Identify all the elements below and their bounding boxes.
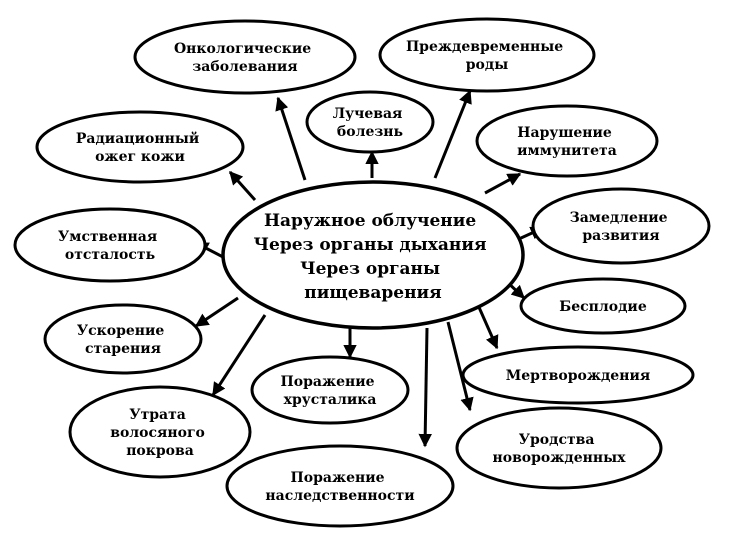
node-infertility: Бесплодие (519, 277, 687, 335)
node-oncology: Онкологические заболевания (133, 19, 357, 95)
node-radiation-sickness-line-2: болезнь (337, 124, 403, 140)
node-premature-line-2: роды (466, 57, 509, 73)
svg-text:Бесплодие: Бесплодие (559, 299, 647, 315)
node-stillbirth-line-1: Мертворождения (506, 368, 650, 384)
node-mental-line-1: Умственная (58, 229, 157, 245)
node-development-line-1: Замедление (570, 210, 668, 226)
svg-text:Замедление развития: Замедление развития (570, 210, 673, 244)
arrow-to-hair-loss (211, 314, 267, 397)
svg-text:Радиационный ожег кожи: Радиационный ожег кожи (76, 130, 204, 165)
node-infertility-line-1: Бесплодие (559, 299, 647, 315)
node-stillbirth: Мертворождения (461, 345, 695, 405)
node-development: Замедление развития (531, 187, 711, 265)
node-development-line-2: развития (582, 228, 659, 244)
svg-text:Уродства новорожденных: Уродства новорожденных (492, 432, 626, 466)
node-mental: Умственная отсталость (13, 207, 207, 283)
svg-text:Преждевременные роды: Преждевременные роды (406, 39, 568, 73)
central-line-4: пищеварения (304, 283, 441, 303)
svg-text:Утрата волосяного: Утрата волосяного покрова (110, 407, 210, 459)
svg-text:Онкологические заболеван: Онкологические заболевания (174, 41, 316, 75)
node-skin-burn: Радиационный ожег кожи (35, 110, 245, 184)
node-heredity-line-1: Поражение (291, 470, 385, 486)
node-hair-loss-line-3: покрова (126, 443, 194, 459)
svg-text:Лучевая болезнь: Лучевая болезнь (333, 106, 408, 140)
node-skin-burn-line-1: Радиационный (76, 130, 199, 147)
node-heredity: Поражение наследственности (225, 444, 455, 528)
node-premature: Преждевременные роды (378, 17, 596, 93)
arrow-to-skin-burn (228, 170, 257, 201)
arrow-to-deformities (446, 321, 474, 412)
svg-text:Умственная отсталость: Умственная отсталость (58, 229, 162, 263)
node-deformities: Уродства новорожденных (455, 406, 663, 490)
node-aging: Ускорение старения (43, 303, 203, 375)
node-premature-line-1: Преждевременные (406, 39, 563, 55)
svg-text:Наружное облучение Через: Наружное облучение Через органы дыхания … (254, 211, 493, 303)
node-lens: Поражение хрусталика (250, 355, 410, 425)
node-hair-loss-line-2: волосяного (110, 425, 205, 441)
svg-text:Ускорение старения: Ускорение старения (77, 323, 169, 357)
node-aging-line-2: старения (85, 341, 161, 357)
node-heredity-line-2: наследственности (265, 488, 414, 504)
node-aging-line-1: Ускорение (77, 323, 165, 339)
node-mental-line-2: отсталость (65, 247, 155, 263)
arrow-to-immunity (484, 172, 522, 195)
node-oncology-line-1: Онкологические (174, 41, 311, 57)
node-lens-line-1: Поражение (281, 374, 375, 390)
node-radiation-sickness-line-1: Лучевая (333, 106, 403, 122)
central-line-1: Наружное облучение (264, 211, 476, 231)
svg-text:Поражение наследственнос: Поражение наследственности (265, 470, 414, 504)
arrow-to-aging (194, 296, 239, 328)
central-line-2: Через органы дыхания (254, 235, 487, 255)
svg-text:Мертворождения: Мертворождения (506, 368, 650, 384)
node-immunity: Нарушение иммунитета (475, 104, 659, 178)
svg-text:Нарушение иммунитета: Нарушение иммунитета (517, 125, 617, 159)
node-immunity-line-1: Нарушение (517, 125, 612, 141)
node-hair-loss: Утрата волосяного покрова (68, 385, 252, 479)
node-deformities-line-1: Уродства (519, 432, 595, 448)
svg-text:Поражение хрусталика: Поражение хрусталика (281, 374, 380, 408)
node-hair-loss-line-1: Утрата (129, 407, 186, 423)
node-deformities-line-2: новорожденных (492, 450, 626, 466)
node-radiation-sickness: Лучевая болезнь (305, 90, 435, 154)
arrow-to-oncology (275, 96, 307, 181)
node-oncology-line-2: заболевания (192, 59, 297, 75)
arrow-to-stillbirth (476, 304, 499, 350)
node-skin-burn-line-2: ожег кожи (95, 149, 185, 165)
node-lens-line-2: хрусталика (284, 392, 377, 408)
arrow-to-premature (433, 89, 472, 179)
central-line-3: Через органы (300, 259, 440, 279)
arrow-to-heredity (418, 327, 432, 448)
central-node: Наружное облучение Через органы дыхания … (221, 180, 525, 330)
node-immunity-line-2: иммунитета (517, 143, 617, 159)
